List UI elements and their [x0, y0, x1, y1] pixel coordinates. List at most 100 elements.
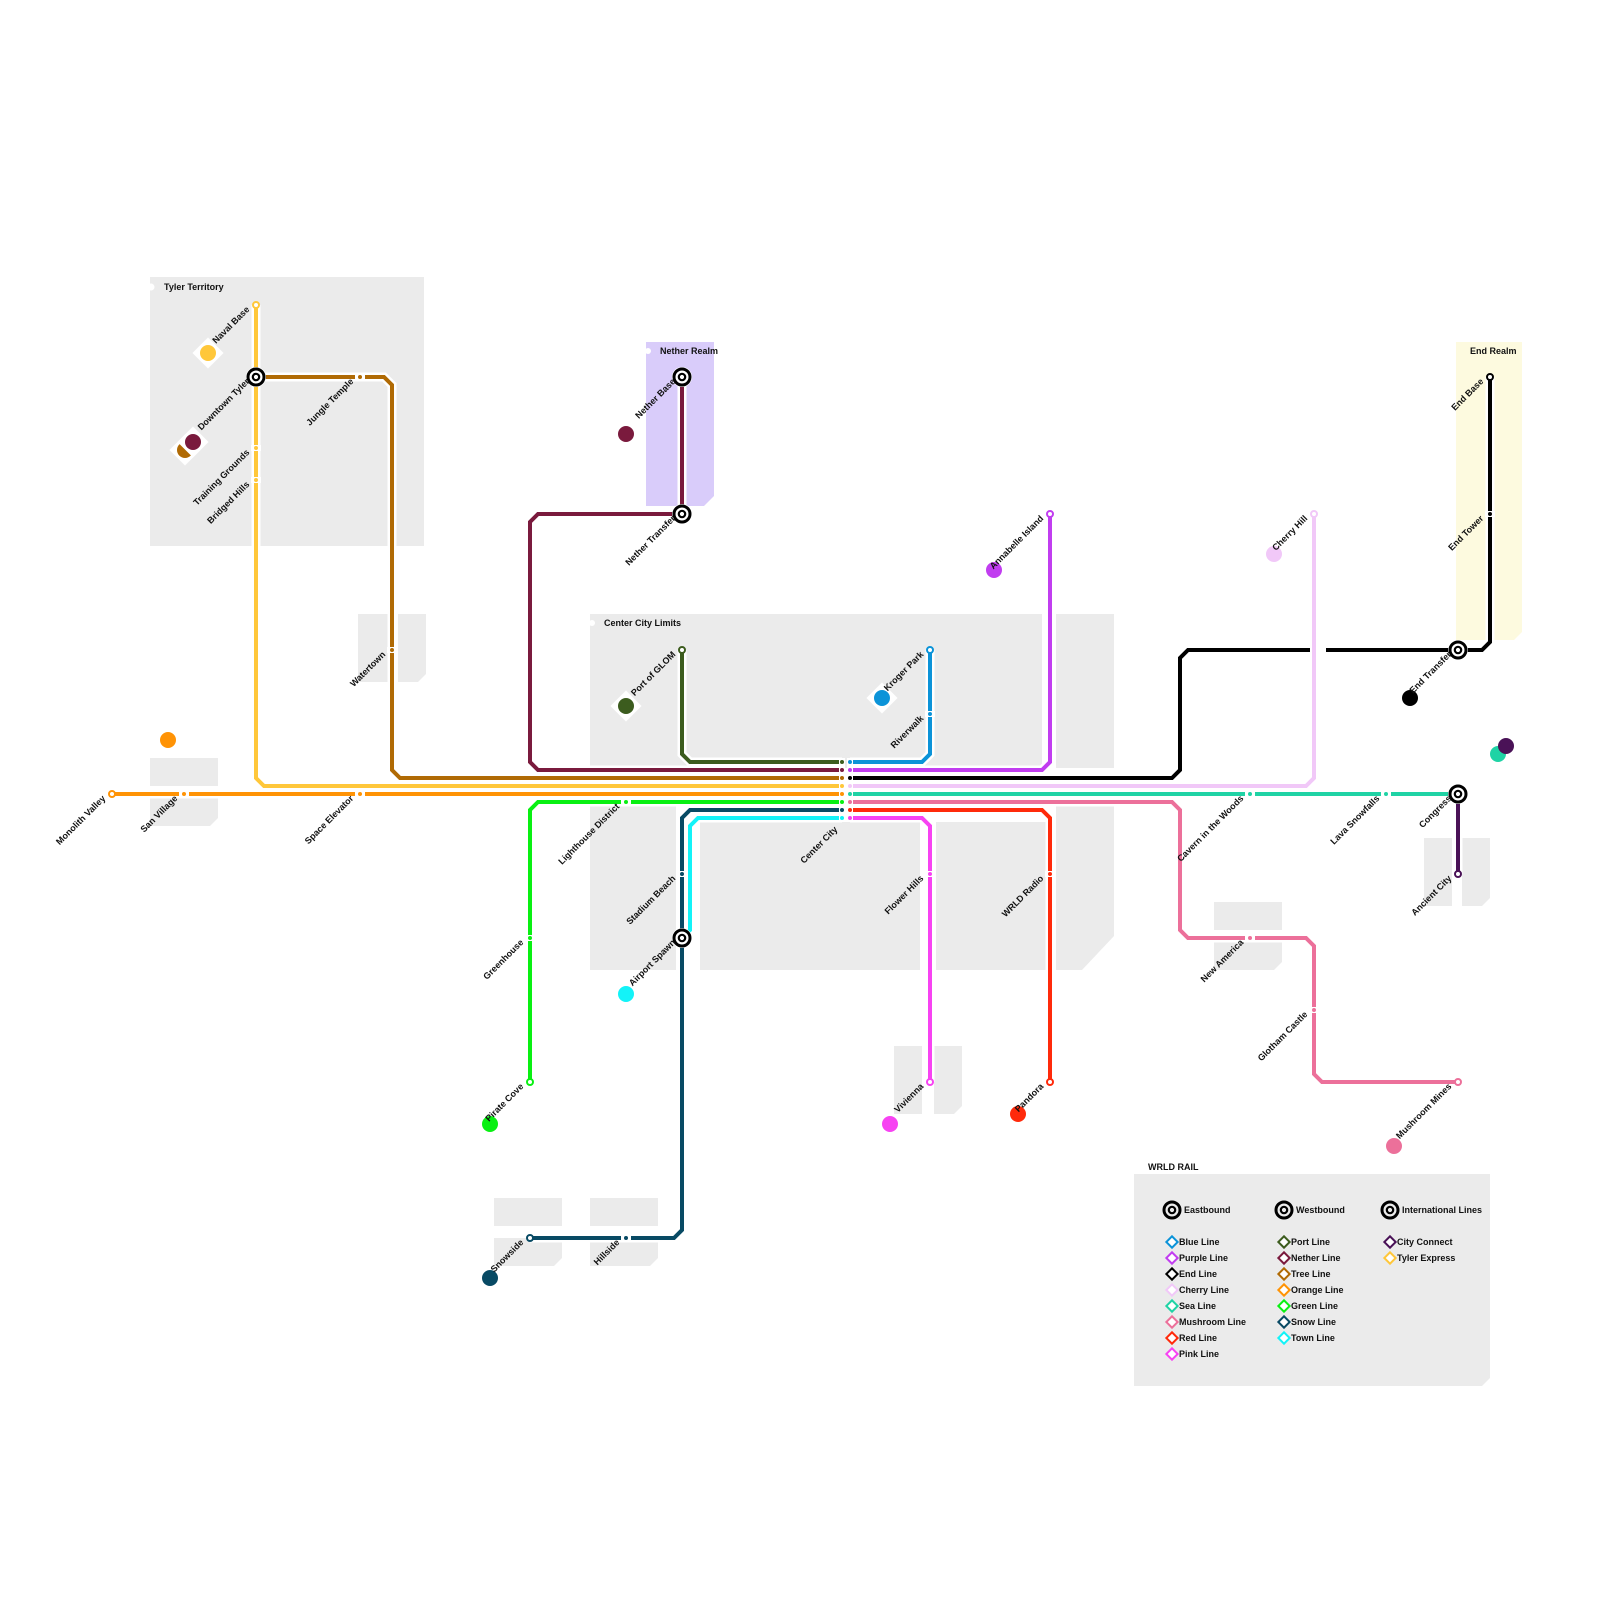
station-cherry-hill[interactable] [1310, 510, 1318, 518]
station-end-tower[interactable] [1485, 511, 1495, 517]
legend-item-tree[interactable]: Tree Line [1276, 1266, 1331, 1282]
legend-group-label: Westbound [1296, 1205, 1345, 1215]
station-watertown[interactable] [387, 647, 397, 653]
legend-item-nether[interactable]: Nether Line [1276, 1250, 1341, 1266]
station-lava-snowfalls[interactable] [1381, 791, 1391, 797]
line-marker-city [1498, 738, 1514, 754]
line-pink[interactable] [850, 816, 932, 1082]
legend-item-label: Port Line [1291, 1237, 1330, 1247]
station-mushroom-mines[interactable] [1454, 1078, 1462, 1086]
stations [108, 301, 1495, 1242]
station-glotham-castle[interactable] [1309, 1007, 1319, 1013]
station-annabelle-island[interactable] [1046, 510, 1054, 518]
legend-item-snow[interactable]: Snow Line [1276, 1314, 1336, 1330]
zone-center-city: Center City Limits [589, 614, 1114, 970]
legend-item-mushroom[interactable]: Mushroom Line [1164, 1314, 1246, 1330]
station-label: Pirate Cove [483, 1081, 525, 1123]
station-new-america[interactable] [1245, 935, 1255, 941]
station-label: Lava Snowfalls [1328, 793, 1381, 846]
station-naval-base[interactable] [252, 301, 260, 309]
legend-item-city[interactable]: City Connect [1382, 1234, 1453, 1250]
legend-item-port[interactable]: Port Line [1276, 1234, 1330, 1250]
station-snowside[interactable] [526, 1234, 534, 1242]
station-jungle-temple[interactable] [355, 374, 365, 380]
line-marker-town [618, 986, 634, 1002]
station-airport-spawn[interactable] [672, 928, 692, 948]
station-lighthouse-district[interactable] [621, 799, 631, 805]
station-pandora[interactable] [1046, 1078, 1054, 1086]
legend-item-purple[interactable]: Purple Line [1164, 1250, 1228, 1266]
station-space-elevator[interactable] [355, 791, 365, 797]
station-label: Cavern in the Woods [1175, 793, 1245, 863]
station-vivienna[interactable] [926, 1078, 934, 1086]
line-marker-end [1402, 690, 1418, 706]
station-end-base[interactable] [1486, 373, 1494, 381]
line-marker-green [482, 1116, 498, 1132]
station-label: End Transfer [1407, 649, 1453, 695]
line-green[interactable] [528, 800, 842, 1084]
station-end-transfer[interactable] [1448, 640, 1468, 660]
legend-item-label: City Connect [1397, 1237, 1453, 1247]
station-bridged-hills[interactable] [251, 477, 261, 483]
station-nether-base[interactable] [672, 367, 692, 387]
legend-item-tyler[interactable]: Tyler Express [1382, 1250, 1455, 1266]
station-label: Monolith Valley [54, 793, 107, 846]
legend-item-pink[interactable]: Pink Line [1164, 1346, 1219, 1362]
zone-tyler-territory: Tyler Territory [147, 277, 424, 546]
station-hillside[interactable] [621, 1235, 631, 1241]
station-label: Glotham Castle [1256, 1009, 1310, 1063]
station-downtown-tyler[interactable] [246, 367, 266, 387]
station-congress[interactable] [1448, 784, 1468, 804]
station-riverwalk[interactable] [925, 711, 935, 717]
line-marker-cherry [1266, 546, 1282, 562]
legend-item-blue[interactable]: Blue Line [1164, 1234, 1220, 1250]
line-snow[interactable] [530, 808, 842, 1240]
station-greenhouse[interactable] [525, 935, 535, 941]
station-port-of-glom[interactable] [678, 646, 686, 654]
station-training-grounds[interactable] [251, 445, 261, 451]
station-wrld-radio[interactable] [1045, 871, 1055, 877]
line-marker-tyler [192, 337, 224, 369]
station-ancient-city[interactable] [1454, 870, 1462, 878]
legend-item-label: Tree Line [1291, 1269, 1331, 1279]
station-nether-transfer[interactable] [672, 504, 692, 524]
legend-item-label: End Line [1179, 1269, 1217, 1279]
legend-item-label: Orange Line [1291, 1285, 1344, 1295]
station-san-village[interactable] [179, 791, 189, 797]
line-port[interactable] [680, 650, 842, 764]
legend-item-end[interactable]: End Line [1164, 1266, 1217, 1282]
station-pirate-cove[interactable] [526, 1078, 534, 1086]
line-red[interactable] [850, 808, 1052, 1082]
station-cavern-in-the-woods[interactable] [1245, 791, 1255, 797]
line-blue[interactable] [850, 650, 932, 764]
legend-item-red[interactable]: Red Line [1164, 1330, 1217, 1346]
line-end[interactable] [850, 377, 1492, 780]
line-purple[interactable] [850, 514, 1052, 772]
legend-item-label: Purple Line [1179, 1253, 1228, 1263]
legend-item-label: Nether Line [1291, 1253, 1341, 1263]
line-marker-pink [882, 1116, 898, 1132]
station-label: Mushroom Mines [1394, 1081, 1453, 1140]
line-marker-nether [177, 426, 209, 458]
station-monolith-valley[interactable] [108, 790, 116, 798]
line-tyler[interactable] [254, 305, 842, 788]
legend-item-orange[interactable]: Orange Line [1276, 1282, 1344, 1298]
line-marker-purple [986, 562, 1002, 578]
line-marker-orange [160, 732, 176, 748]
legend-item-green[interactable]: Green Line [1276, 1298, 1338, 1314]
legend-item-label: Pink Line [1179, 1349, 1219, 1359]
line-marker-mushroom [1386, 1138, 1402, 1154]
legend-item-sea[interactable]: Sea Line [1164, 1298, 1216, 1314]
line-marker-nether [618, 426, 634, 442]
station-kroger-park[interactable] [926, 646, 934, 654]
station-center-city[interactable] [839, 758, 853, 822]
station-flower-hills[interactable] [925, 871, 935, 877]
legend-item-town[interactable]: Town Line [1276, 1330, 1335, 1346]
legend-item-cherry[interactable]: Cherry Line [1164, 1282, 1229, 1298]
station-stadium-beach[interactable] [677, 871, 687, 877]
station-label: Nether Transfer [623, 513, 677, 567]
legend-item-label: Red Line [1179, 1333, 1217, 1343]
line-cherry[interactable] [850, 514, 1316, 788]
